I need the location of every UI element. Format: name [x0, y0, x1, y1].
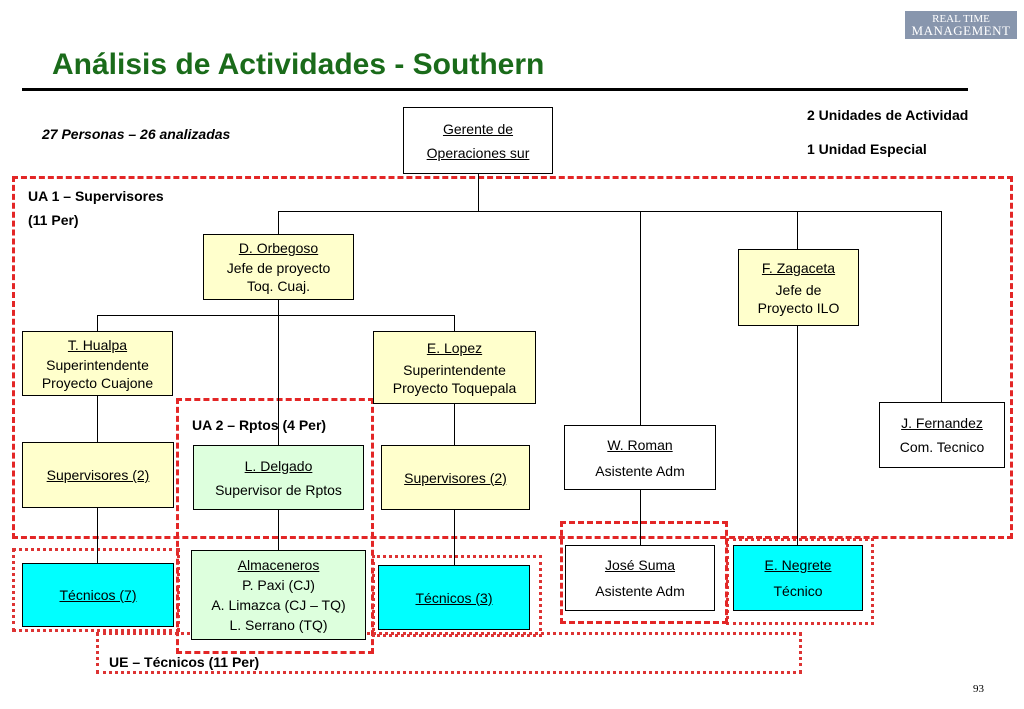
node-hualpa-role: Superintendente Proyecto Cuajone: [41, 356, 154, 391]
node-roman-name: W. Roman: [607, 436, 673, 453]
connector: [97, 508, 98, 563]
connector: [278, 300, 279, 445]
node-lopez-role: Superintendente Proyecto Toquepala: [392, 361, 517, 396]
node-tecnicos-7-name: Técnicos (7): [59, 587, 137, 603]
node-roman: W. Roman Asistente Adm: [564, 425, 716, 490]
connector: [97, 315, 455, 316]
node-orbegoso-role: Jefe de proyecto Toq. Cuaj.: [226, 260, 331, 294]
title-underline: [22, 88, 968, 91]
connector: [797, 211, 798, 250]
node-almaceneros-l2: A. Limazca (CJ – TQ): [211, 597, 346, 613]
ua1-outline: [12, 176, 1013, 539]
node-delgado-role: Supervisor de Rptos: [215, 481, 342, 498]
ue-label: UE – Técnicos (11 Per): [109, 654, 260, 670]
node-lopez: E. Lopez Superintendente Proyecto Toquep…: [373, 331, 536, 404]
unidades-note: 2 Unidades de Actividad: [807, 107, 969, 123]
logo-line2: MANAGEMENT: [911, 23, 1011, 38]
node-fernandez: J. Fernandez Com. Tecnico: [879, 402, 1005, 468]
node-suma: José Suma Asistente Adm: [565, 545, 715, 611]
node-lopez-name: E. Lopez: [426, 339, 483, 356]
logo-line1: REAL TIME: [932, 13, 990, 25]
node-suma-role: Asistente Adm: [595, 583, 685, 599]
connector: [454, 315, 455, 332]
node-delgado-name: L. Delgado: [244, 457, 313, 474]
ua2-label: UA 2 – Rptos (4 Per): [192, 417, 327, 433]
node-negrete-name: E. Negrete: [764, 557, 832, 573]
node-fernandez-role: Com. Tecnico: [899, 439, 985, 455]
node-almaceneros-l1: P. Paxi (CJ): [242, 577, 315, 593]
node-supervisores-left: Supervisores (2): [22, 442, 174, 508]
node-delgado: L. Delgado Supervisor de Rptos: [193, 445, 364, 510]
connector: [278, 510, 279, 550]
node-zagaceta: F. Zagaceta Jefe de Proyecto ILO: [738, 249, 859, 326]
slide-title: Análisis de Actividades - Southern: [52, 48, 545, 81]
company-logo: REAL TIME MANAGEMENT: [905, 11, 1017, 39]
node-negrete: E. Negrete Técnico: [733, 545, 863, 611]
node-almaceneros: Almaceneros P. Paxi (CJ) A. Limazca (CJ …: [191, 550, 366, 640]
node-gerente-role: Operaciones sur: [426, 144, 530, 161]
connector: [97, 396, 98, 442]
personas-note: 27 Personas – 26 analizadas: [42, 126, 231, 142]
node-zagaceta-name: F. Zagaceta: [761, 259, 836, 276]
node-supervisores-left-name: Supervisores (2): [46, 467, 150, 483]
ue-outline-bottom: [96, 632, 802, 674]
node-hualpa-name: T. Hualpa: [67, 336, 128, 353]
ue-outline-mid: [372, 555, 542, 637]
especial-note: 1 Unidad Especial: [807, 141, 927, 157]
connector: [278, 211, 942, 212]
node-hualpa: T. Hualpa Superintendente Proyecto Cuajo…: [22, 331, 173, 396]
connector: [278, 211, 279, 235]
ua1-label: UA 1 – Supervisores: [28, 188, 164, 204]
ua1-count: (11 Per): [28, 212, 79, 228]
ue-outline-suma: [560, 521, 728, 624]
node-almaceneros-l3: L. Serrano (TQ): [229, 617, 328, 633]
node-suma-name: José Suma: [604, 557, 676, 573]
node-fernandez-name: J. Fernandez: [901, 415, 983, 431]
node-negrete-role: Técnico: [773, 583, 823, 599]
node-orbegoso-name: D. Orbegoso: [238, 240, 319, 256]
node-tecnicos-7: Técnicos (7): [22, 563, 174, 627]
connector: [640, 211, 641, 425]
connector: [640, 490, 641, 545]
connector: [454, 510, 455, 565]
node-almaceneros-name: Almaceneros: [237, 557, 320, 573]
node-roman-role: Asistente Adm: [595, 462, 685, 479]
connector: [797, 326, 798, 545]
node-zagaceta-role: Jefe de Proyecto ILO: [757, 281, 840, 316]
connector: [941, 211, 942, 402]
node-tecnicos-3-name: Técnicos (3): [415, 589, 493, 606]
page-number: 93: [973, 683, 984, 695]
ua2-outline: [176, 398, 374, 654]
node-gerente: Gerente de Operaciones sur: [403, 107, 553, 174]
node-gerente-name: Gerente de: [442, 120, 514, 137]
node-orbegoso: D. Orbegoso Jefe de proyecto Toq. Cuaj.: [203, 234, 354, 300]
ue-outline-left: [12, 548, 180, 632]
node-supervisores-right: Supervisores (2): [381, 445, 530, 510]
node-tecnicos-3: Técnicos (3): [378, 565, 530, 630]
node-supervisores-right-name: Supervisores (2): [404, 469, 507, 486]
connector: [97, 315, 98, 332]
connector: [478, 174, 479, 212]
connector: [454, 404, 455, 445]
